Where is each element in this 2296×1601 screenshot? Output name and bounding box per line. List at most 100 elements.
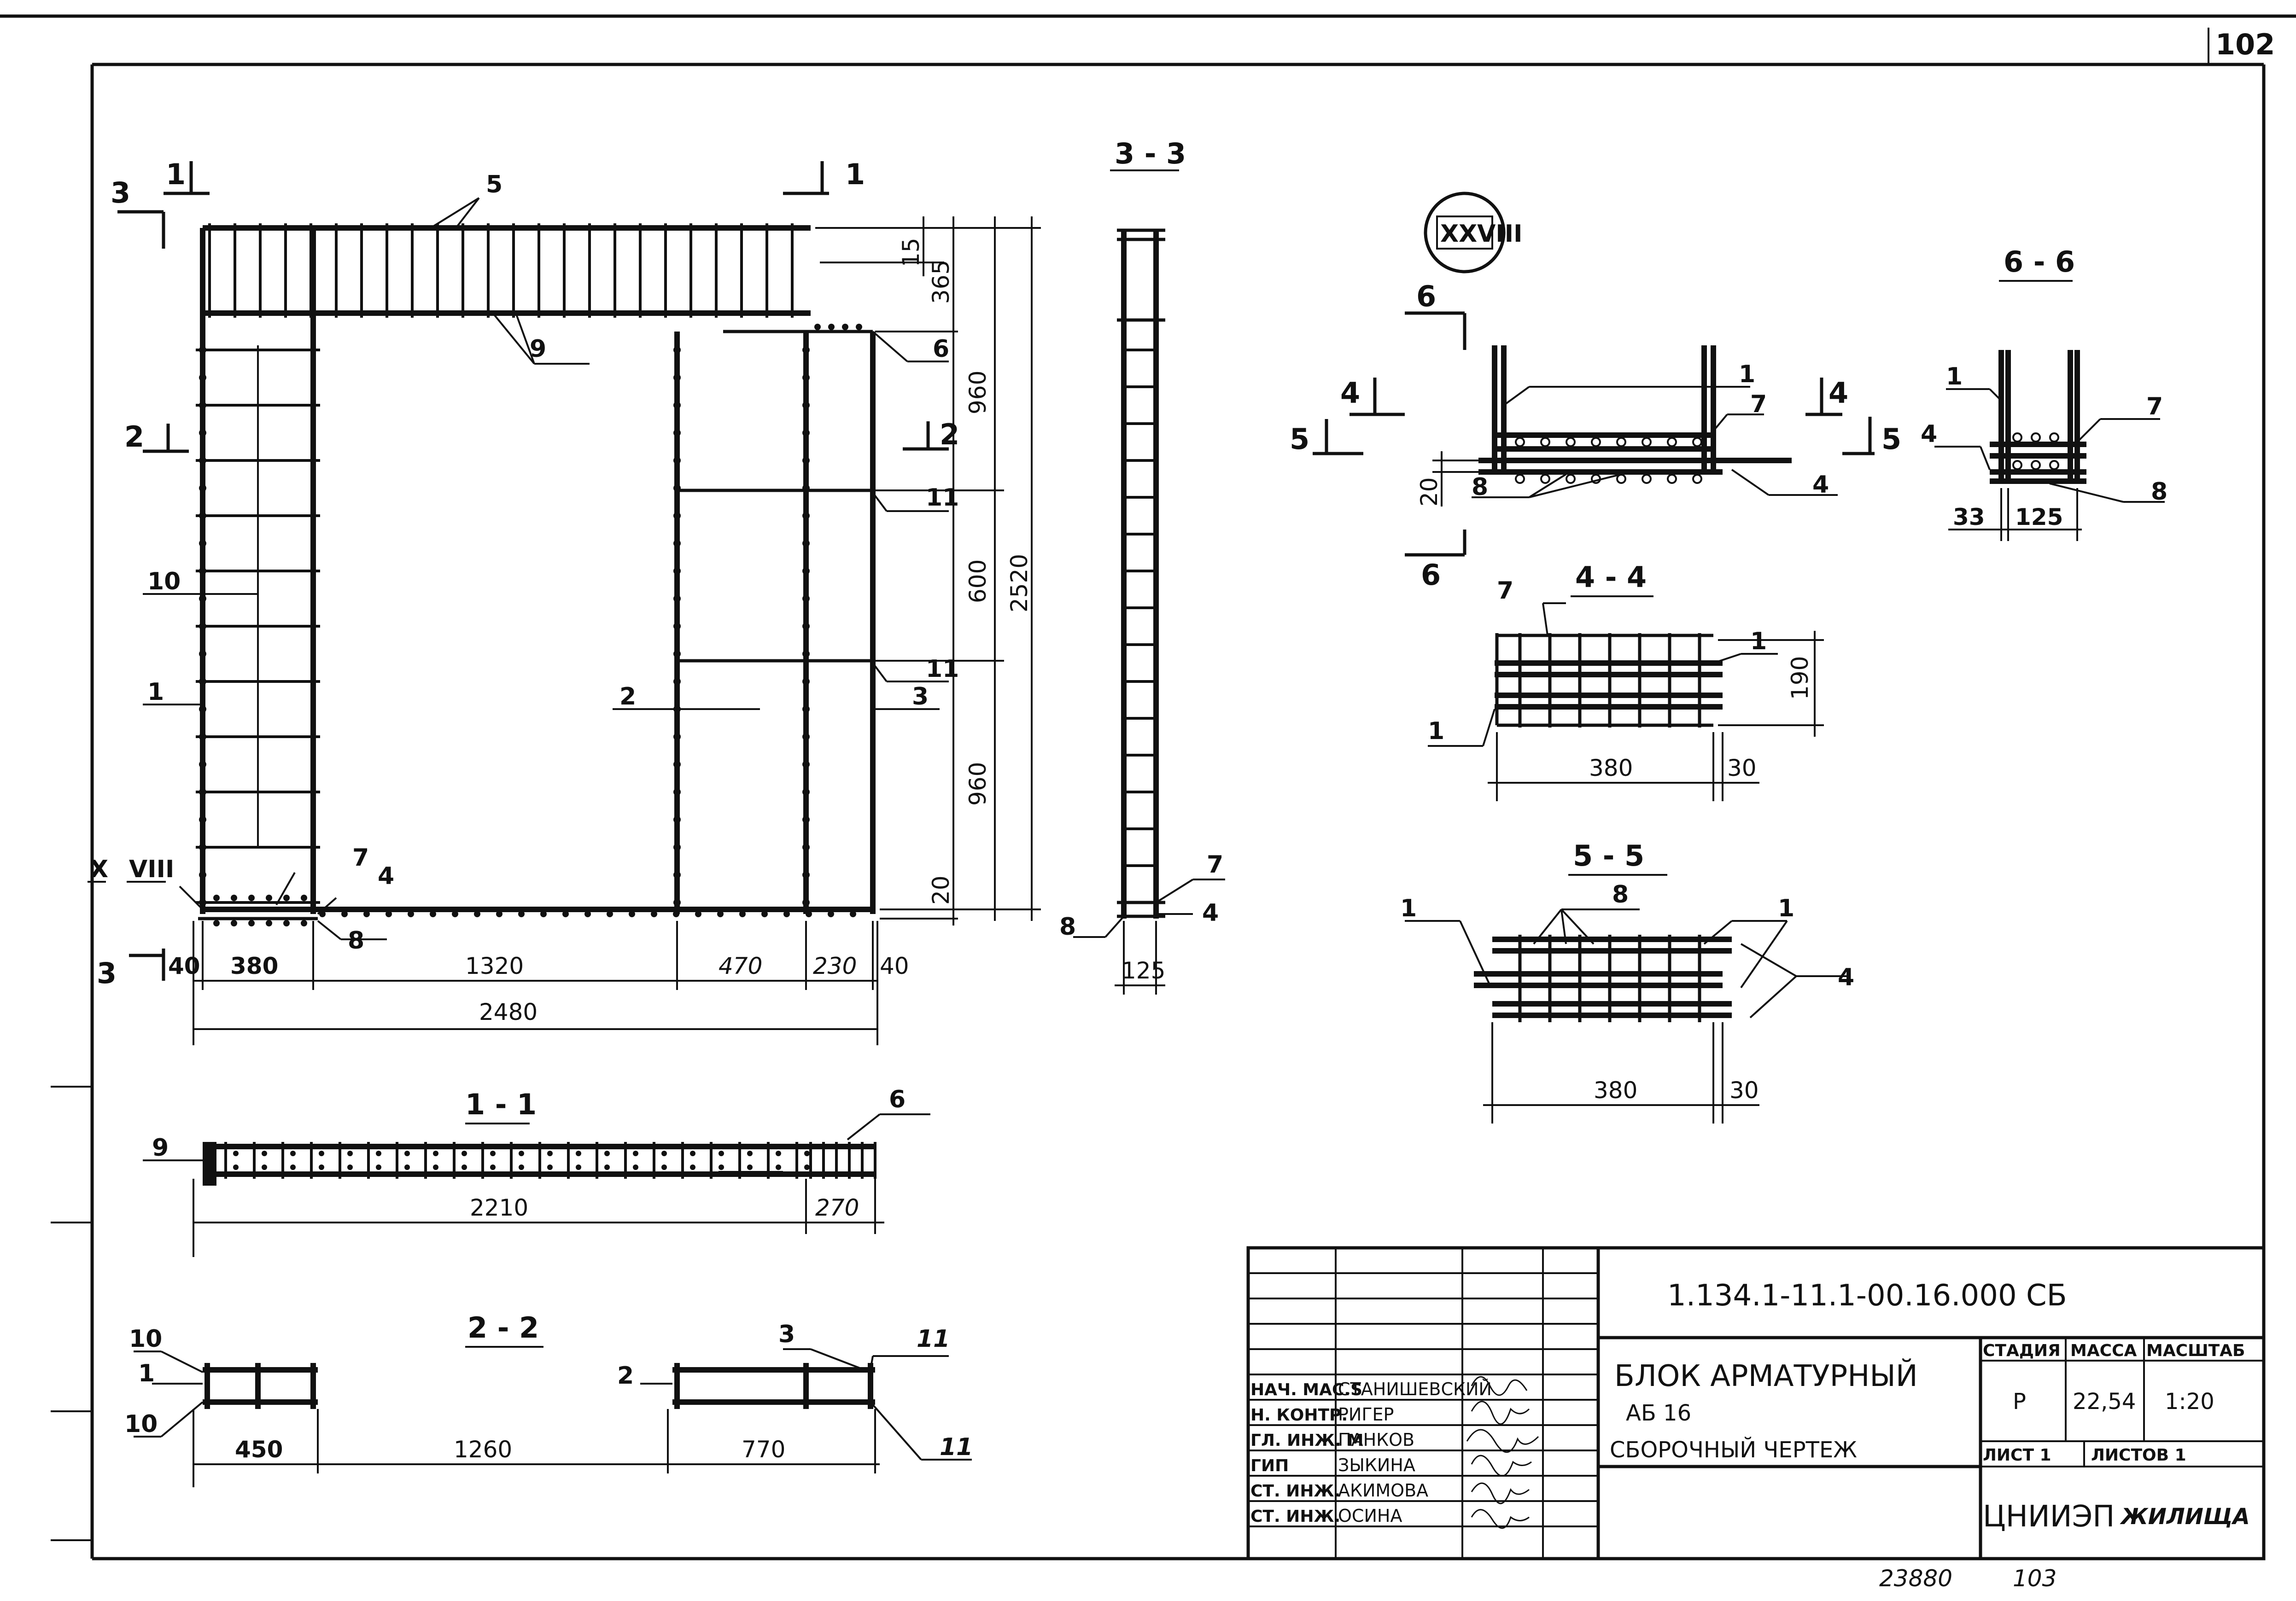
weld-dot	[661, 1151, 667, 1156]
weld-dot	[199, 871, 206, 879]
weld-dot	[462, 1151, 467, 1156]
weld-dot	[199, 512, 206, 519]
dim-right-960-lower: 960	[964, 762, 991, 806]
section-5-5	[1405, 874, 1847, 1124]
weld-dot	[673, 623, 681, 630]
weld-dot	[433, 1164, 438, 1170]
weld-dot	[547, 1151, 553, 1156]
section-4-4	[1428, 595, 1824, 801]
s66l-label-1: 1	[1739, 361, 1755, 388]
weld-dot	[673, 512, 681, 519]
weld-dot	[673, 457, 681, 464]
weld-dot	[802, 595, 810, 602]
weld-dot	[199, 788, 206, 796]
section-6-6-title: 6 - 6	[2004, 245, 2075, 279]
rebar-end	[1667, 437, 1677, 447]
rebar-end	[1515, 474, 1525, 484]
weld-dot	[633, 1151, 638, 1156]
weld-dot	[266, 920, 272, 926]
s66l-dim-20: 20	[1416, 477, 1443, 506]
weld-dot	[474, 911, 480, 917]
s33-label-7: 7	[1207, 851, 1223, 879]
s55-label-4: 4	[1838, 964, 1854, 991]
weld-dot	[199, 402, 206, 409]
section-3-3	[1073, 169, 1225, 995]
s11-label-9: 9	[152, 1134, 169, 1162]
weld-dot	[802, 512, 810, 519]
section-2-2	[134, 1346, 972, 1487]
weld-dot	[802, 374, 810, 381]
section-2-2-title: 2 - 2	[467, 1311, 539, 1345]
weld-dot	[661, 1164, 667, 1170]
s44-dim-30: 30	[1727, 755, 1757, 781]
weld-dot	[802, 346, 810, 354]
weld-dot	[802, 457, 810, 464]
s11-dim-2210: 2210	[470, 1194, 528, 1221]
weld-dot	[802, 402, 810, 409]
weld-dot	[363, 911, 370, 917]
rebar-end	[1566, 437, 1576, 447]
weld-dot	[341, 911, 348, 917]
role-4: ГИП	[1250, 1456, 1289, 1475]
weld-dot	[802, 899, 810, 906]
weld-dot	[518, 911, 525, 917]
weld-dot	[283, 920, 290, 926]
weld-dot	[802, 650, 810, 658]
weld-dot	[199, 567, 206, 575]
section-4-4-title: 4 - 4	[1575, 560, 1647, 594]
weld-dot	[856, 324, 862, 330]
weld-dot	[690, 1151, 695, 1156]
cut-mark-2-left: 2	[124, 420, 144, 454]
main-callouts	[143, 197, 949, 940]
weld-dot	[233, 1151, 239, 1156]
s33-label-4: 4	[1202, 899, 1219, 927]
section-1-1	[143, 1113, 930, 1257]
weld-dot	[673, 911, 679, 917]
role-5: СТ. ИНЖ.	[1250, 1482, 1340, 1501]
rebar-end	[2049, 432, 2059, 442]
weld-dot	[404, 1164, 410, 1170]
weld-dot	[231, 920, 237, 926]
weld-dot	[199, 457, 206, 464]
weld-dot	[199, 346, 206, 354]
weld-dot	[673, 733, 681, 740]
section-6-6-large	[1313, 311, 1875, 557]
weld-dot	[490, 1164, 496, 1170]
weld-dot	[673, 346, 681, 354]
rebar-end	[1591, 437, 1601, 447]
weld-dot	[802, 871, 810, 879]
weld-dot	[199, 844, 206, 851]
weld-dot	[199, 429, 206, 437]
role-6: СТ. ИНЖ.	[1250, 1507, 1340, 1526]
callout-5: 5	[486, 171, 502, 198]
weld-dot	[804, 1164, 810, 1170]
sheets-label: ЛИСТОВ 1	[2091, 1446, 2186, 1465]
cut-mark-3-top: 3	[111, 176, 130, 210]
s66l-cut-6-top: 6	[1416, 279, 1436, 313]
s55-dim-380: 380	[1594, 1077, 1637, 1104]
weld-dot	[719, 1164, 724, 1170]
weld-dot	[347, 1151, 353, 1156]
s66l-cut-5-left: 5	[1290, 422, 1309, 456]
s44-dim-190: 190	[1787, 656, 1813, 700]
weld-dot	[576, 1151, 581, 1156]
weld-dot	[802, 429, 810, 437]
s22-label-1: 1	[138, 1360, 155, 1387]
weld-dot	[651, 911, 657, 917]
weld-dot	[828, 911, 834, 917]
weld-dot	[199, 374, 206, 381]
s44-dim-380: 380	[1589, 755, 1633, 781]
weld-dot	[604, 1164, 610, 1170]
weld-dot	[673, 540, 681, 547]
s33-dim-125: 125	[1122, 957, 1165, 984]
weld-dot	[695, 911, 701, 917]
weld-dot	[433, 1151, 438, 1156]
callout-3: 3	[912, 683, 929, 710]
weld-dot	[199, 816, 206, 823]
weld-dot	[802, 705, 810, 713]
role-3: ГЛ. ИНЖ. М	[1250, 1431, 1363, 1450]
mass-value: 22,54	[2073, 1389, 2136, 1415]
weld-dot	[802, 678, 810, 685]
dim-right-960-upper: 960	[964, 371, 991, 414]
